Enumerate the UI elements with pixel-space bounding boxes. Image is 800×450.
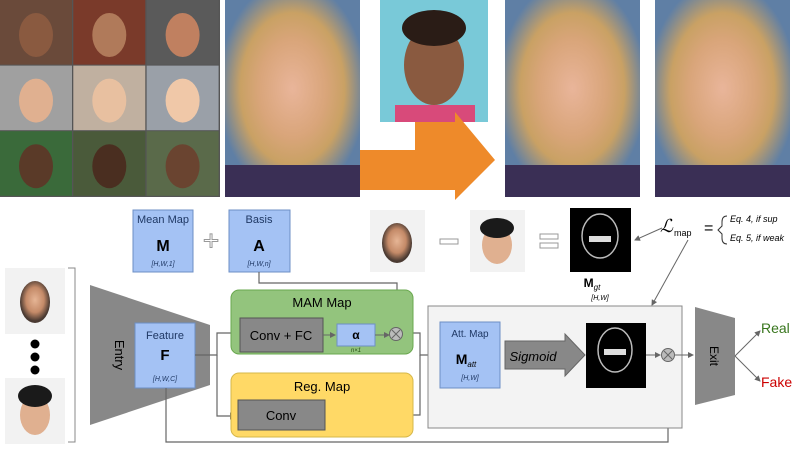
svg-text:ℒ: ℒ — [660, 216, 674, 236]
source-frame — [225, 0, 360, 197]
real-face-image — [370, 210, 425, 272]
svg-text:A: A — [253, 238, 265, 255]
svg-text:Eq. 4, if sup: Eq. 4, if sup — [730, 214, 778, 224]
svg-text:MAM Map: MAM Map — [292, 295, 351, 310]
face — [92, 78, 127, 123]
minus-icon — [439, 238, 459, 245]
svg-text:=: = — [704, 220, 713, 237]
reg-map-block: Reg. Map Conv — [230, 372, 414, 438]
face — [92, 144, 127, 189]
attention-image — [586, 323, 646, 388]
svg-text:Feature: Feature — [146, 330, 184, 342]
face — [19, 13, 53, 57]
input-face-2 — [5, 378, 65, 444]
real-label: Real — [761, 320, 790, 336]
fake-face-image — [470, 210, 525, 272]
mgt-dims: [H,W] — [590, 295, 610, 302]
svg-text:Sigmoid: Sigmoid — [510, 349, 558, 364]
equals-icon — [539, 233, 559, 249]
svg-text:n×1: n×1 — [351, 348, 361, 354]
mgt-image — [570, 208, 631, 272]
svg-text:[H,W,n]: [H,W,n] — [246, 261, 271, 268]
face — [19, 78, 53, 123]
orange-arrow — [360, 112, 495, 200]
face — [19, 144, 53, 189]
result-frame-1 — [505, 0, 640, 197]
svg-text:Att. Map: Att. Map — [451, 329, 489, 340]
svg-text:Mean Map: Mean Map — [137, 214, 189, 226]
exit-block — [695, 307, 735, 405]
svg-text:map: map — [674, 228, 692, 238]
input-face-1 — [5, 268, 65, 334]
face — [92, 13, 127, 57]
svg-text:[H,W,C]: [H,W,C] — [152, 376, 178, 383]
ellipsis-dots — [30, 339, 40, 375]
mgt-label: Mgt — [584, 276, 601, 292]
attention-block: Att. Map Matt [H,W] Sigmoid — [427, 305, 683, 429]
sigmoid-arrow — [504, 332, 586, 378]
svg-text:Basis: Basis — [246, 214, 273, 226]
input-bracket — [68, 267, 76, 443]
svg-text:Eq. 5, if weak: Eq. 5, if weak — [730, 233, 785, 243]
mam-map-block: MAM Map Conv + FC α n×1 — [230, 289, 414, 355]
svg-text:Reg. Map: Reg. Map — [294, 379, 350, 394]
face-grid — [0, 0, 220, 197]
fake-label: Fake — [761, 374, 792, 390]
entry-label: Entry — [112, 340, 127, 371]
svg-text:[H,W]: [H,W] — [460, 375, 480, 382]
svg-text:M: M — [156, 238, 169, 255]
svg-text:Conv + FC: Conv + FC — [250, 328, 313, 343]
driver-inset — [380, 0, 488, 122]
svg-text:Conv: Conv — [266, 408, 297, 423]
basis-box: Basis A [H,W,n] — [228, 209, 291, 273]
mean-map-box: Mean Map M [H,W,1] — [132, 209, 194, 273]
svg-text:F: F — [160, 347, 169, 364]
result-frame-2 — [655, 0, 790, 197]
multiply-icon — [389, 327, 403, 341]
svg-text:Matt: Matt — [456, 351, 477, 369]
face — [165, 78, 200, 123]
svg-text:[H,W,1]: [H,W,1] — [150, 261, 175, 268]
loss-equation: ℒ map = Eq. 4, if sup Eq. 5, if weak — [660, 214, 785, 245]
svg-text:α: α — [352, 328, 360, 342]
face — [165, 13, 200, 57]
plus-icon: + — [203, 225, 219, 256]
feature-box: Feature F [H,W,C] — [134, 322, 196, 389]
face — [165, 144, 200, 189]
exit-label: Exit — [707, 346, 721, 367]
multiply-icon-2 — [661, 348, 675, 362]
